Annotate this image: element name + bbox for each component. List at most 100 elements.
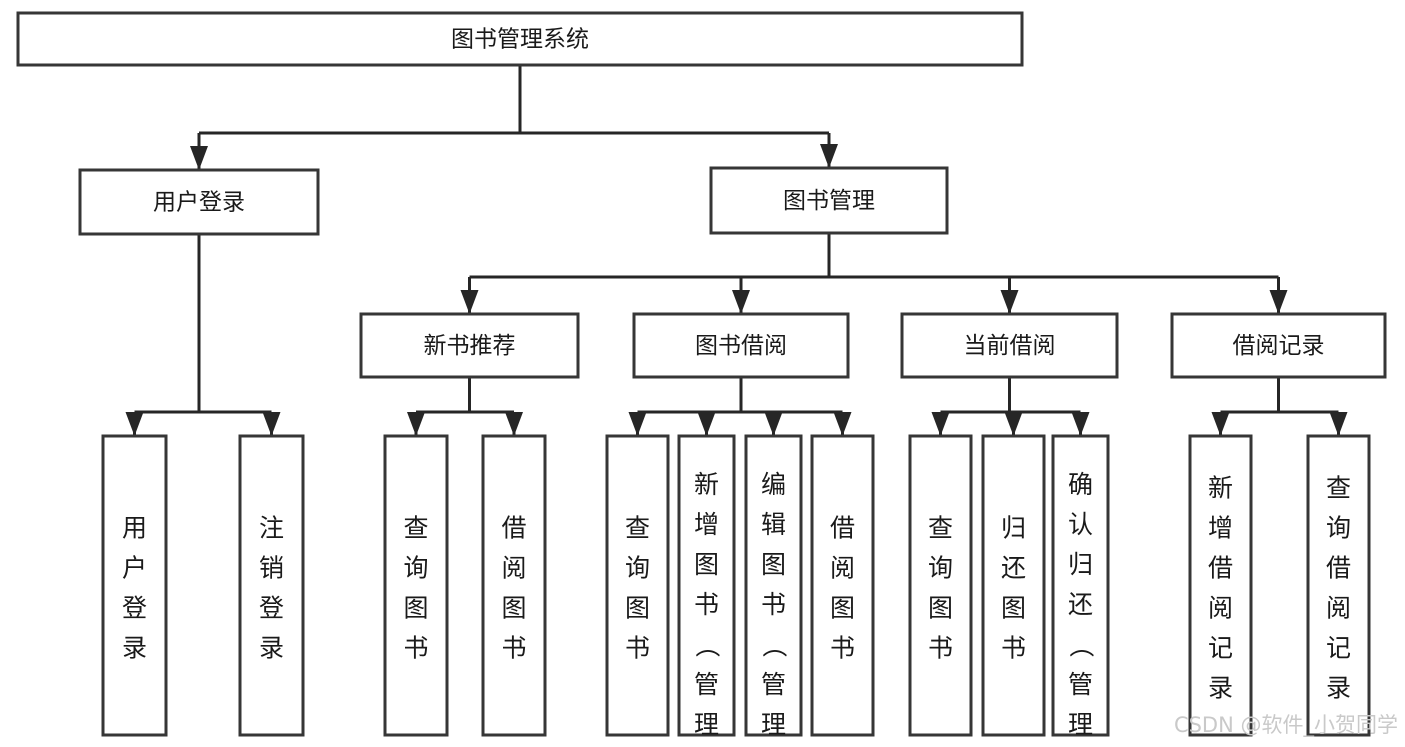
leaf-box-leaf-borrow-book-2	[810, 434, 875, 737]
node-user-login[interactable]: 用户登录	[78, 168, 320, 236]
leaf-char: 理	[694, 710, 719, 739]
leaf-char: 询	[1326, 514, 1351, 543]
leaf-char: （	[760, 633, 789, 658]
leaf-char: 编	[761, 470, 786, 499]
leaf-char: 图	[761, 550, 786, 579]
leaf-char: 查	[403, 514, 428, 543]
leaf-char: 图	[403, 594, 428, 623]
arrow-head-leaf-book-borrow-1	[697, 412, 716, 436]
node-root[interactable]: 图书管理系统	[16, 11, 1024, 67]
leaf-leaf-user-login[interactable]: 用户登录	[101, 434, 168, 737]
arrow-head-leaf-current-borrow-0	[931, 412, 950, 436]
leaf-char: 用	[122, 514, 147, 543]
leaf-char: 查	[928, 514, 953, 543]
leaf-char: 书	[625, 634, 650, 663]
node-book-borrow[interactable]: 图书借阅	[632, 312, 850, 379]
arrow-head-book-manage-0	[460, 290, 479, 314]
leaf-char: 书	[403, 634, 428, 663]
leaf-char: 认	[1068, 510, 1093, 539]
node-box-new-book-rec	[359, 312, 580, 379]
arrow-head-leaf-borrow-record-0	[1211, 412, 1230, 436]
node-box-book-manage	[709, 166, 949, 235]
leaf-box-leaf-confirm-return	[1051, 434, 1110, 737]
arrow-head-leaf-user-login-1	[262, 412, 281, 436]
leaf-char: （	[1067, 633, 1096, 658]
node-box-book-borrow	[632, 312, 850, 379]
leaf-char: 阅	[501, 554, 526, 583]
leaf-char: 图	[1001, 594, 1026, 623]
node-book-manage[interactable]: 图书管理	[709, 166, 949, 235]
arrow-head-root-0	[190, 146, 208, 170]
leaf-box-leaf-query-record	[1306, 434, 1371, 737]
leaf-char: 销	[259, 554, 284, 583]
leaf-char: 记	[1208, 634, 1233, 663]
leaf-char: 录	[259, 634, 284, 663]
leaf-char: 管	[694, 670, 719, 699]
node-box-borrow-record	[1170, 312, 1387, 379]
node-new-book-rec[interactable]: 新书推荐	[359, 312, 580, 379]
leaf-char: 管	[761, 670, 786, 699]
arrow-head-leaf-user-login-0	[125, 412, 144, 436]
leaf-char: 注	[259, 514, 284, 543]
node-label-root: 图书管理系统	[451, 27, 589, 53]
leaf-char: 图	[625, 594, 650, 623]
arrow-head-leaf-book-borrow-3	[833, 412, 852, 436]
leaf-char: 借	[501, 514, 526, 543]
arrow-head-leaf-book-borrow-2	[764, 412, 783, 436]
leaf-box-leaf-borrow-book-1	[481, 434, 547, 737]
arrow-head-leaf-new-book-rec-1	[505, 412, 523, 436]
leaf-char: 询	[625, 554, 650, 583]
leaf-char: 增	[1208, 514, 1233, 543]
leaf-box-leaf-edit-book	[744, 434, 803, 737]
connectors-layer	[125, 65, 1348, 436]
leaf-char: 书	[1001, 634, 1026, 663]
node-box-root	[16, 11, 1024, 67]
leaf-char: （	[693, 633, 722, 658]
leaf-box-leaf-query-book-3	[908, 434, 973, 737]
leaf-char: 借	[830, 514, 855, 543]
arrow-head-leaf-borrow-record-1	[1329, 412, 1348, 436]
arrow-head-leaf-new-book-rec-0	[407, 412, 425, 436]
node-current-borrow[interactable]: 当前借阅	[900, 312, 1119, 379]
leaf-char: 记	[1326, 634, 1351, 663]
leaf-char: 询	[928, 554, 953, 583]
leaf-char: 登	[259, 594, 284, 623]
leaf-char: 图	[694, 550, 719, 579]
leaf-char: 辑	[761, 510, 786, 539]
node-borrow-record[interactable]: 借阅记录	[1170, 312, 1387, 379]
node-label-current-borrow: 当前借阅	[964, 333, 1056, 359]
leaf-char: 新	[694, 470, 719, 499]
arrow-head-root-1	[820, 144, 838, 168]
leaf-char: 户	[122, 554, 147, 583]
leaf-char: 录	[1326, 674, 1351, 703]
leaf-char: 归	[1001, 514, 1026, 543]
leaf-box-leaf-user-login	[101, 434, 168, 737]
node-label-user-login: 用户登录	[153, 190, 245, 216]
leaf-char: 归	[1068, 550, 1093, 579]
arrow-head-leaf-book-borrow-0	[628, 412, 647, 436]
node-box-user-login	[78, 168, 320, 236]
node-label-borrow-record: 借阅记录	[1233, 333, 1325, 359]
leaf-char: 阅	[1208, 594, 1233, 623]
csdn-watermark: CSDN @软件_小贺同学	[1174, 713, 1398, 738]
leaf-char: 阅	[1326, 594, 1351, 623]
leaf-char: 图	[830, 594, 855, 623]
leaf-char: 管	[1068, 670, 1093, 699]
node-label-book-manage: 图书管理	[783, 188, 875, 214]
leaf-box-leaf-add-record	[1188, 434, 1253, 737]
leaf-char: 确	[1068, 470, 1093, 499]
leaf-char: 书	[694, 590, 719, 619]
